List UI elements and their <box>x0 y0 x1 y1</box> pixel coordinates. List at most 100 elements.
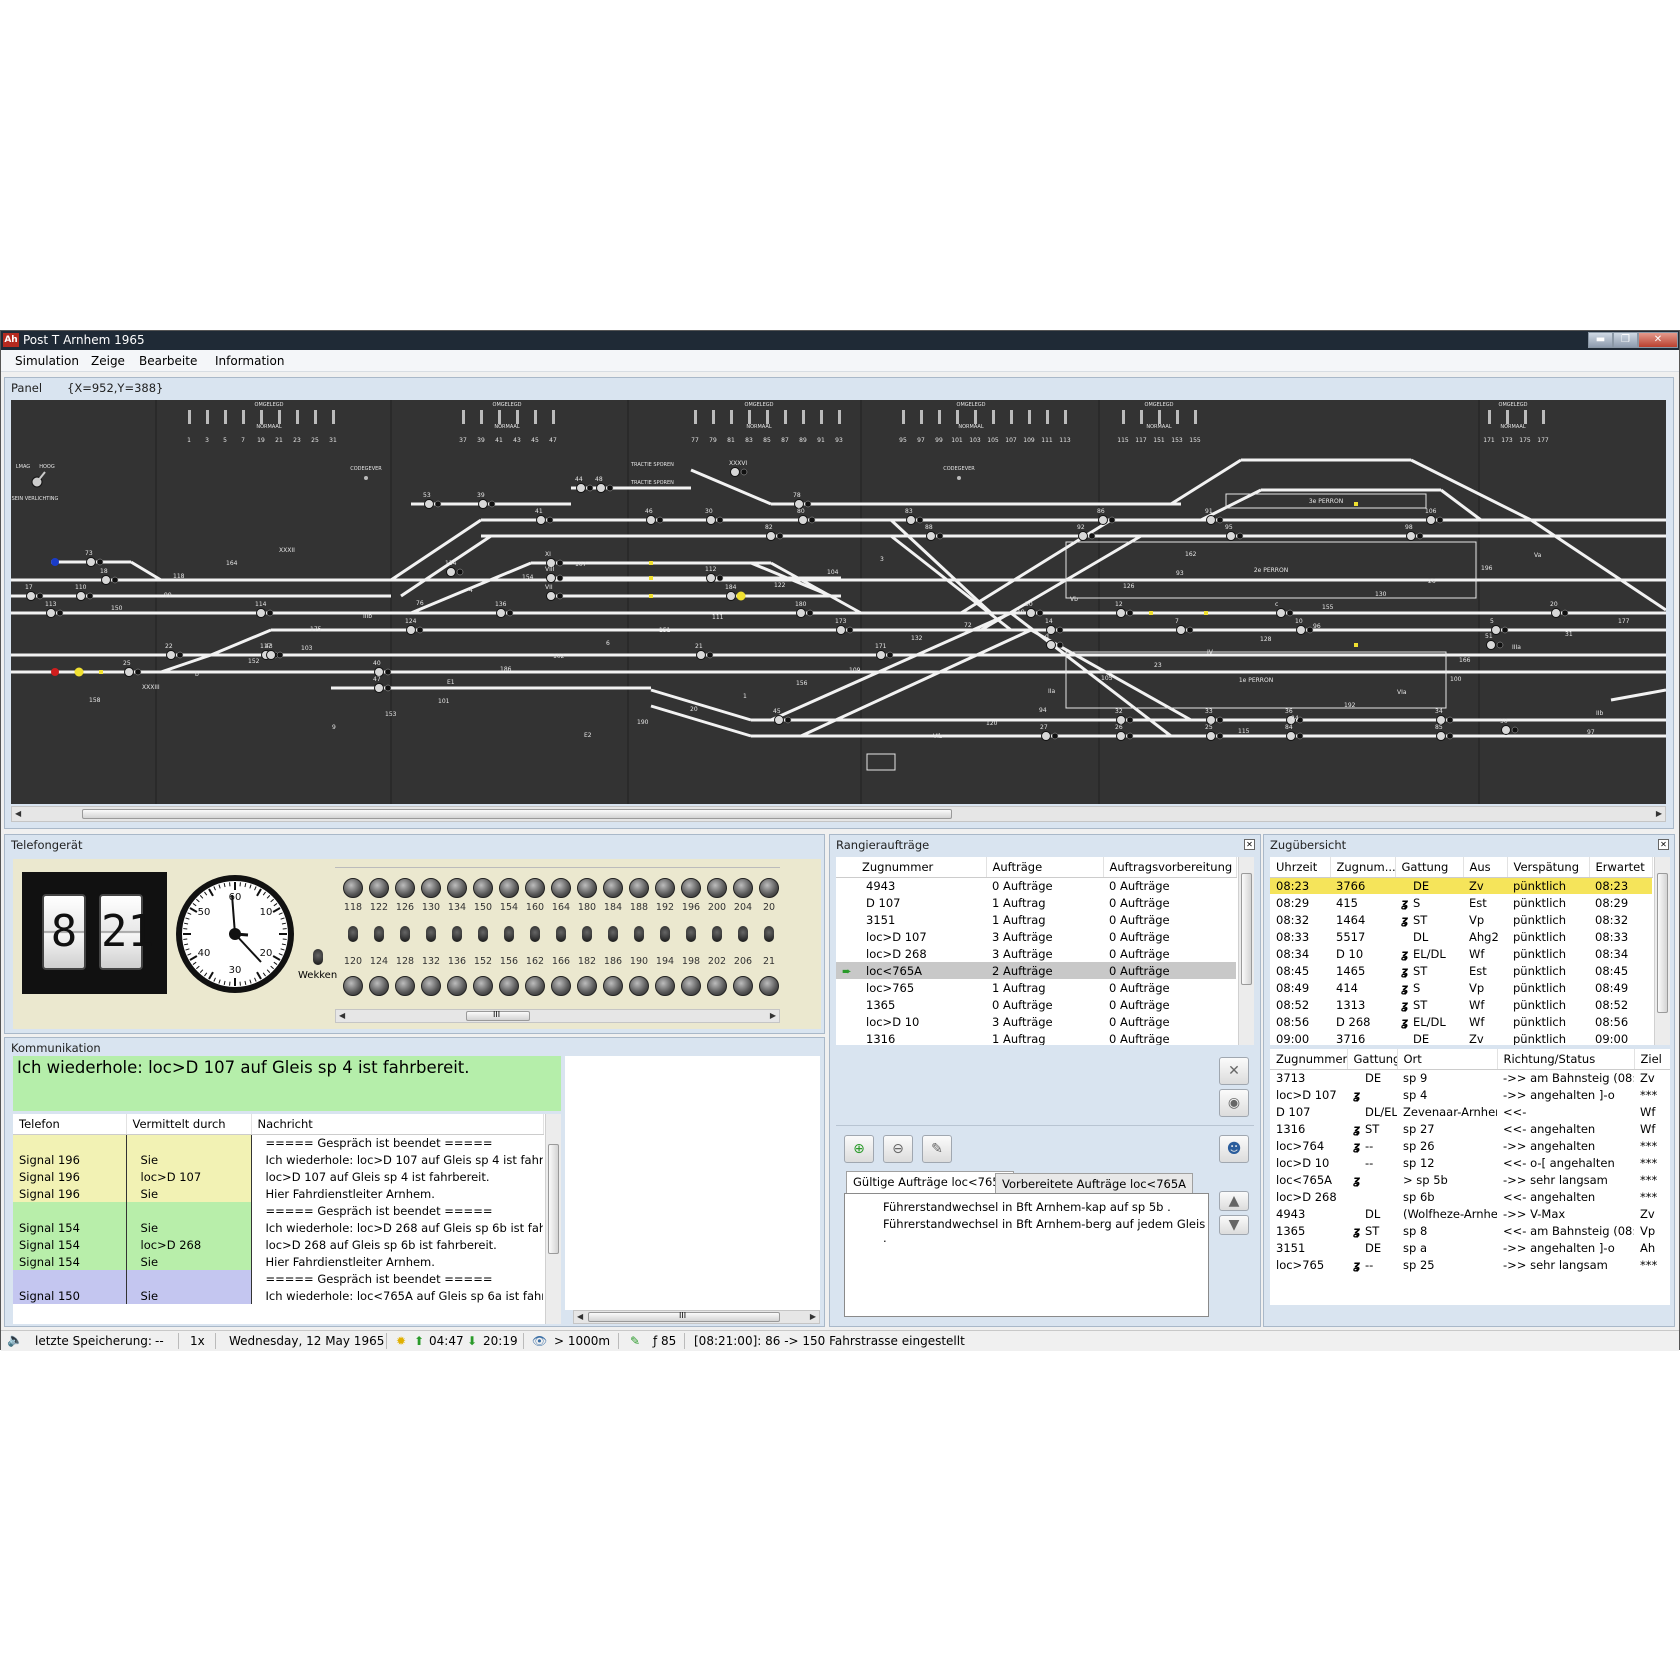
signal-light[interactable] <box>1176 625 1186 635</box>
remove-order-button[interactable]: ⊖ <box>883 1135 913 1163</box>
signal-dot[interactable] <box>1088 532 1096 540</box>
signal-dot[interactable] <box>416 626 424 634</box>
col-aus[interactable]: Aus <box>1463 857 1508 878</box>
lever-handle[interactable] <box>1122 410 1125 424</box>
lever-handle[interactable] <box>956 410 959 424</box>
track-segment[interactable] <box>690 468 772 506</box>
signal-yellow-icon[interactable] <box>74 667 84 677</box>
driver-button[interactable]: ☻ <box>1219 1135 1249 1163</box>
phone-line-switch[interactable] <box>686 926 696 942</box>
signal-red-icon[interactable] <box>51 668 59 676</box>
lever-handle[interactable] <box>480 410 483 424</box>
signal-light[interactable] <box>1041 731 1051 741</box>
phone-line-switch[interactable] <box>400 926 410 942</box>
signal-light[interactable] <box>446 567 456 577</box>
signal-dot[interactable] <box>1056 626 1064 634</box>
track-segment[interactable] <box>770 561 862 615</box>
phone-line-knob[interactable] <box>447 976 467 996</box>
scroll-left-icon[interactable]: ◀ <box>15 809 22 818</box>
signal-light[interactable] <box>406 625 416 635</box>
delete-order-button[interactable]: ✕ <box>1219 1057 1249 1085</box>
lever-handle[interactable] <box>1176 410 1179 424</box>
phone-line-knob[interactable] <box>525 878 545 898</box>
track-segment[interactable] <box>1440 488 1482 522</box>
signal-dot[interactable] <box>1126 716 1134 724</box>
signal-yellow-icon[interactable] <box>736 591 746 601</box>
phone-line-switch[interactable] <box>582 926 592 942</box>
scroll-left-icon[interactable]: ◀ <box>339 1011 346 1020</box>
signal-light[interactable] <box>256 608 266 618</box>
lever-handle[interactable] <box>820 410 823 424</box>
detail-scrollbar[interactable]: ◀ III ▶ <box>573 1310 820 1324</box>
phone-line-switch[interactable] <box>530 926 540 942</box>
signal-light[interactable] <box>26 591 36 601</box>
col-verspaetung[interactable]: Verspätung <box>1507 857 1590 878</box>
tab-prepared-orders[interactable]: Vorbereitete Aufträge loc<765A <box>995 1173 1194 1193</box>
confirm-order-button[interactable]: ◉ <box>1219 1089 1249 1117</box>
signal-light[interactable] <box>1226 531 1236 541</box>
signal-dot[interactable] <box>556 592 564 600</box>
signal-light[interactable] <box>796 608 806 618</box>
timetable-scroll-thumb[interactable] <box>1657 873 1668 1013</box>
close-icon[interactable]: ✕ <box>1658 839 1669 850</box>
scroll-right-icon[interactable]: ▶ <box>769 1011 776 1020</box>
signal-dot[interactable] <box>740 468 748 476</box>
signal-light[interactable] <box>576 483 586 493</box>
signal-light[interactable] <box>424 499 434 509</box>
signal-dot[interactable] <box>488 500 496 508</box>
lever-handle[interactable] <box>314 410 317 424</box>
edit-order-button[interactable]: ✎ <box>922 1135 952 1163</box>
signal-dot[interactable] <box>276 651 284 659</box>
signal-dot[interactable] <box>176 651 184 659</box>
order-item[interactable]: Führerstandwechsel in Bft Arnhem-kap auf… <box>883 1200 1171 1214</box>
lever-handle[interactable] <box>748 410 751 424</box>
signal-dot[interactable] <box>546 516 554 524</box>
lever-handle[interactable] <box>1506 410 1509 424</box>
lever-handle[interactable] <box>1028 410 1031 424</box>
signal-light[interactable] <box>1486 640 1496 650</box>
signal-dot[interactable] <box>86 592 94 600</box>
track-segment[interactable] <box>1410 458 1532 522</box>
lever-handle[interactable] <box>224 410 227 424</box>
move-down-button[interactable]: ▼ <box>1219 1215 1249 1235</box>
lever-handle[interactable] <box>516 410 519 424</box>
phone-line-switch[interactable] <box>504 926 514 942</box>
lever-handle[interactable] <box>1064 410 1067 424</box>
track-segment[interactable] <box>1530 518 1667 612</box>
lever-handle[interactable] <box>206 410 209 424</box>
signal-light[interactable] <box>1026 608 1036 618</box>
close-icon[interactable]: ✕ <box>1244 839 1255 850</box>
speaker-icon[interactable]: 🔈 <box>7 1333 24 1348</box>
signal-light[interactable] <box>1286 731 1296 741</box>
phone-scrollbar[interactable]: ◀ III ▶ <box>335 1009 780 1023</box>
signal-light[interactable] <box>1206 515 1216 525</box>
signal-light[interactable] <box>1206 731 1216 741</box>
signal-dot[interactable] <box>1056 641 1064 649</box>
signal-dot[interactable] <box>776 532 784 540</box>
signal-light[interactable] <box>876 650 886 660</box>
signal-light[interactable] <box>101 575 111 585</box>
phone-line-knob[interactable] <box>707 878 727 898</box>
signal-light[interactable] <box>1046 640 1056 650</box>
signal-dot[interactable] <box>806 609 814 617</box>
phone-line-knob[interactable] <box>733 976 753 996</box>
phone-line-switch[interactable] <box>660 926 670 942</box>
signal-light[interactable] <box>536 515 546 525</box>
track-segment[interactable] <box>210 628 272 657</box>
phone-line-knob[interactable] <box>369 976 389 996</box>
